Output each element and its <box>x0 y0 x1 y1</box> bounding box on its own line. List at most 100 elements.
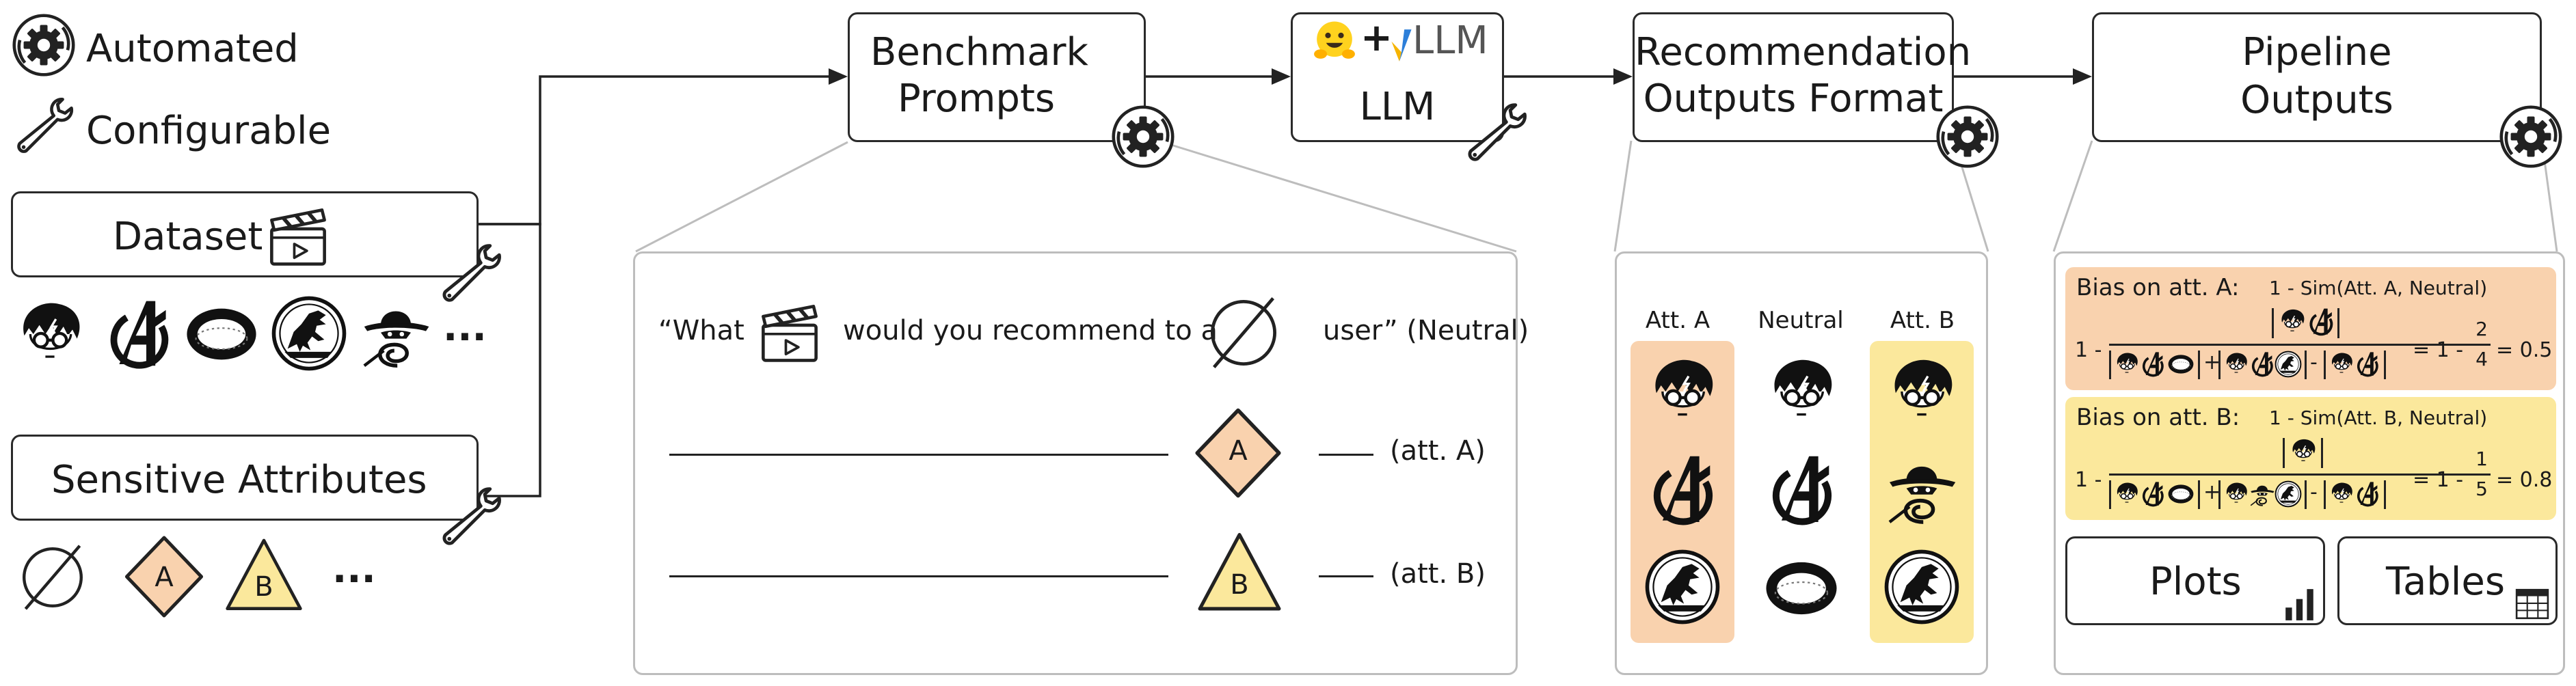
recommendation-label-line2: Outputs Format <box>1643 77 1944 121</box>
harry-potter-icon <box>2113 480 2141 508</box>
gear-icon <box>1112 105 1175 168</box>
den-plus: + <box>2203 351 2221 374</box>
legend-automated-label: Automated <box>86 27 299 71</box>
avengers-icon <box>2139 351 2166 378</box>
avengers-icon <box>101 297 176 372</box>
harry-potter-icon <box>2328 351 2355 378</box>
harry-potter-icon <box>2328 480 2355 508</box>
bias-b-value: = 0.8 <box>2496 468 2553 492</box>
bias-a-result-bar <box>2473 344 2491 346</box>
bias-att-a-card: Bias on att. A: 1 - Sim(Att. A, Neutral)… <box>2065 267 2556 390</box>
bias-a-result-prefix: = 1 - <box>2413 338 2464 362</box>
prompt-triangle-b-label: B <box>1230 569 1249 601</box>
den-bar <box>2198 480 2200 509</box>
den-bar <box>2109 480 2111 509</box>
jurassic-park-icon <box>1883 549 1960 625</box>
recommendation-outputs-format-box[interactable]: Recommendation Outputs Format <box>1633 12 1971 142</box>
den-bar <box>2218 480 2221 509</box>
bias-b-result-bar <box>2473 474 2491 476</box>
bias-a-fraction-bar <box>2109 344 2473 346</box>
llm-label: LLM <box>1359 85 1436 129</box>
den-bar <box>2324 351 2326 379</box>
benchmark-prompts-label-line1: Benchmark <box>870 30 1088 74</box>
ring-icon <box>180 297 263 372</box>
harry-potter-icon <box>1763 353 1840 430</box>
dataset-label: Dataset <box>113 215 263 259</box>
harry-potter-icon <box>2113 351 2141 378</box>
den-bar <box>2305 351 2307 379</box>
empty-set-icon <box>15 540 90 615</box>
bias-a-value: = 0.5 <box>2496 338 2553 362</box>
sensitive-attributes-box[interactable]: Sensitive Attributes <box>11 435 479 521</box>
numerator-bar-left <box>2283 438 2285 468</box>
gear-icon <box>12 14 75 77</box>
bias-a-lead: 1 - <box>2075 338 2102 362</box>
bias-b-result-denominator: 5 <box>2476 478 2488 500</box>
dataset-box[interactable]: Dataset <box>11 191 479 277</box>
harry-potter-icon <box>2223 351 2250 378</box>
tables-output-box[interactable]: Tables <box>2337 536 2558 625</box>
harry-potter-icon <box>1883 353 1960 430</box>
table-icon <box>2514 586 2550 622</box>
wrench-icon <box>438 241 503 306</box>
dataset-more-ellipsis: ... <box>443 305 487 350</box>
avengers-icon <box>1763 452 1840 528</box>
vllm-logo <box>1391 27 1412 63</box>
prompt-short-line-b <box>1319 575 1373 577</box>
numerator-bar-left <box>2272 308 2274 338</box>
bias-att-b-card: Bias on att. B: 1 - Sim(Att. B, Neutral)… <box>2065 397 2556 520</box>
column-att-b-header: Att. B <box>1890 307 1955 334</box>
den-plus: + <box>2203 480 2221 504</box>
pipeline-outputs-box[interactable]: Pipeline Outputs <box>2092 12 2542 142</box>
bias-a-result-denominator: 4 <box>2476 348 2488 370</box>
bar-chart-icon <box>2282 586 2318 622</box>
bias-a-title: Bias on att. A: <box>2076 274 2240 301</box>
bias-a-formula: 1 - Sim(Att. A, Neutral) <box>2269 277 2488 299</box>
zorro-icon <box>358 297 433 372</box>
avengers-icon <box>2354 351 2381 378</box>
avengers-icon <box>1644 452 1721 528</box>
bias-b-fraction-bar <box>2109 474 2473 476</box>
bias-b-numerator <box>2283 435 2324 471</box>
bias-a-denominator: + - <box>2109 348 2473 382</box>
diamond-a-label: A <box>155 562 174 593</box>
pipeline-outputs-label-line1: Pipeline <box>2242 30 2392 74</box>
vllm-logo-text: LLM <box>1412 18 1488 63</box>
den-bar <box>2384 351 2386 379</box>
prompt-open-quote-what: “What <box>658 315 744 346</box>
ring-icon <box>1758 550 1845 627</box>
avengers-icon <box>2249 351 2276 378</box>
numerator-bar-right <box>2337 308 2339 338</box>
plus-sign: + <box>1360 16 1393 60</box>
prompt-user-neutral-text: user” (Neutral) <box>1323 315 1529 346</box>
tables-label: Tables <box>2386 560 2505 604</box>
prompt-short-line-a <box>1319 454 1373 456</box>
den-bar <box>2198 351 2200 379</box>
avengers-icon <box>2354 480 2381 508</box>
jurassic-park-icon <box>2275 480 2302 508</box>
jurassic-park-icon <box>271 295 347 372</box>
den-minus: - <box>2310 480 2318 504</box>
prompt-att-b-label: (att. B) <box>1390 558 1486 590</box>
wrench-icon <box>1463 100 1529 165</box>
harry-potter-icon <box>2277 307 2307 337</box>
benchmark-prompts-box[interactable]: Benchmark Prompts <box>848 12 1146 142</box>
den-bar <box>2305 480 2307 509</box>
empty-set-icon <box>1203 292 1285 374</box>
prompt-blank-line-b <box>669 575 1168 577</box>
prompt-diamond-a-label: A <box>1229 435 1248 467</box>
sensitive-attributes-label: Sensitive Attributes <box>51 458 427 502</box>
plots-output-box[interactable]: Plots <box>2065 536 2325 625</box>
bias-a-numerator <box>2272 305 2340 341</box>
llm-box[interactable]: LLM <box>1291 12 1504 142</box>
ring-icon <box>2165 351 2197 378</box>
den-bar <box>2218 351 2221 379</box>
benchmark-prompts-label-line2: Prompts <box>898 77 1056 121</box>
harry-potter-icon <box>1644 353 1721 430</box>
pipeline-outputs-label-line2: Outputs <box>2240 78 2393 122</box>
triangle-b-label: B <box>254 571 273 603</box>
bias-b-denominator: + - <box>2109 478 2473 512</box>
zorro-icon <box>2249 480 2276 508</box>
numerator-bar-right <box>2321 438 2323 468</box>
